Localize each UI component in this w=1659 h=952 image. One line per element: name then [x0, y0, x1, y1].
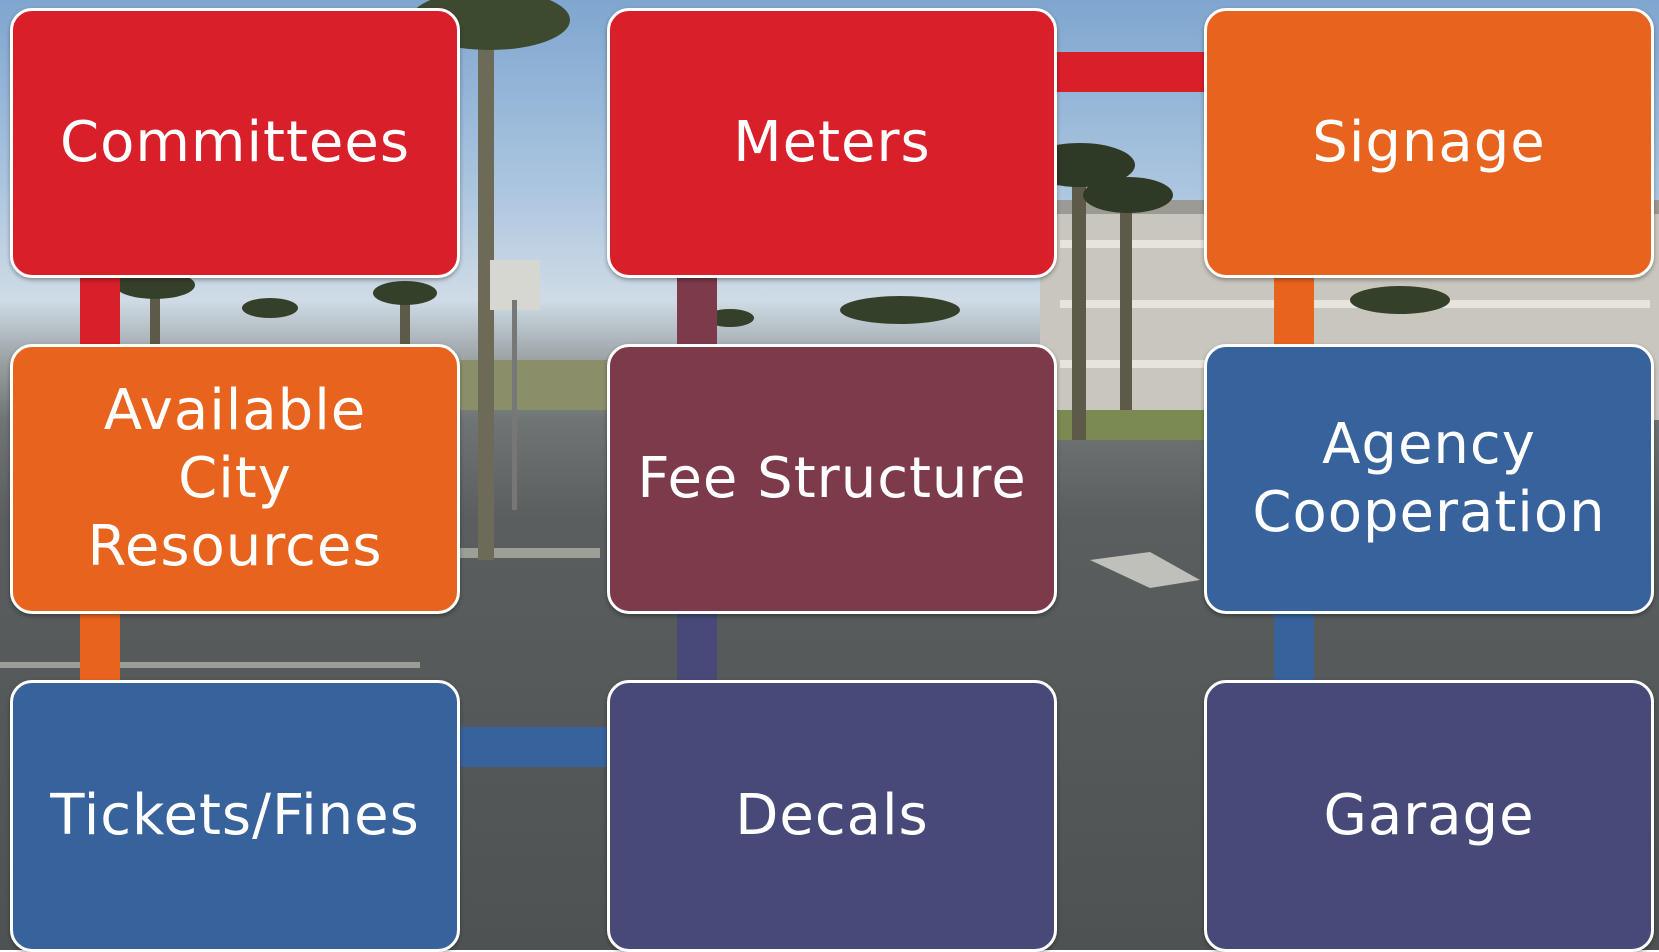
- connector-signage-agency: [1274, 278, 1314, 344]
- palm-trunk: [1120, 200, 1132, 410]
- node-label: Signage: [1312, 110, 1546, 175]
- dune-grass: [440, 360, 620, 410]
- connector-fee-decals: [677, 614, 717, 680]
- sign-post: [512, 300, 517, 510]
- node-fee-structure: Fee Structure: [607, 344, 1057, 614]
- palm-fronds: [1083, 177, 1173, 213]
- node-agency-cooperation: Agency Cooperation: [1204, 344, 1654, 614]
- palm-fronds: [706, 309, 754, 327]
- road-arrow: [1090, 552, 1200, 588]
- palm-trunk: [478, 0, 494, 560]
- crosswalk: [440, 548, 600, 558]
- palm-trunk: [150, 280, 160, 350]
- node-label: Committees: [59, 110, 411, 175]
- connector-agency-garage: [1274, 614, 1314, 680]
- palm-trunk: [1072, 170, 1086, 440]
- node-label: Meters: [733, 110, 931, 175]
- node-decals: Decals: [607, 680, 1057, 952]
- road-line: [0, 662, 420, 668]
- connector-tickets-decals: [460, 727, 607, 767]
- node-committees: Committees: [10, 8, 460, 278]
- node-label: Fee Structure: [637, 446, 1027, 511]
- node-available-city-resources: Available City Resources: [10, 344, 460, 614]
- node-signage: Signage: [1204, 8, 1654, 278]
- palm-trunk: [400, 290, 410, 350]
- node-label: Garage: [1323, 783, 1535, 848]
- node-label: Decals: [735, 783, 929, 848]
- node-label: Tickets/Fines: [50, 783, 420, 848]
- node-meters: Meters: [607, 8, 1057, 278]
- palm-fronds: [115, 271, 195, 299]
- node-garage: Garage: [1204, 680, 1654, 952]
- connector-available-tickets: [80, 614, 120, 680]
- connector-meters-signage: [1057, 52, 1204, 92]
- palm-fronds: [373, 281, 437, 305]
- connector-meters-fee: [677, 278, 717, 344]
- palm-fronds: [242, 298, 298, 318]
- palm-fronds: [840, 296, 960, 324]
- node-tickets-fines: Tickets/Fines: [10, 680, 460, 952]
- connector-committees-available: [80, 278, 120, 344]
- palm-fronds: [1350, 286, 1450, 314]
- node-label: Agency Cooperation: [1252, 412, 1606, 545]
- node-label: Available City Resources: [87, 378, 383, 579]
